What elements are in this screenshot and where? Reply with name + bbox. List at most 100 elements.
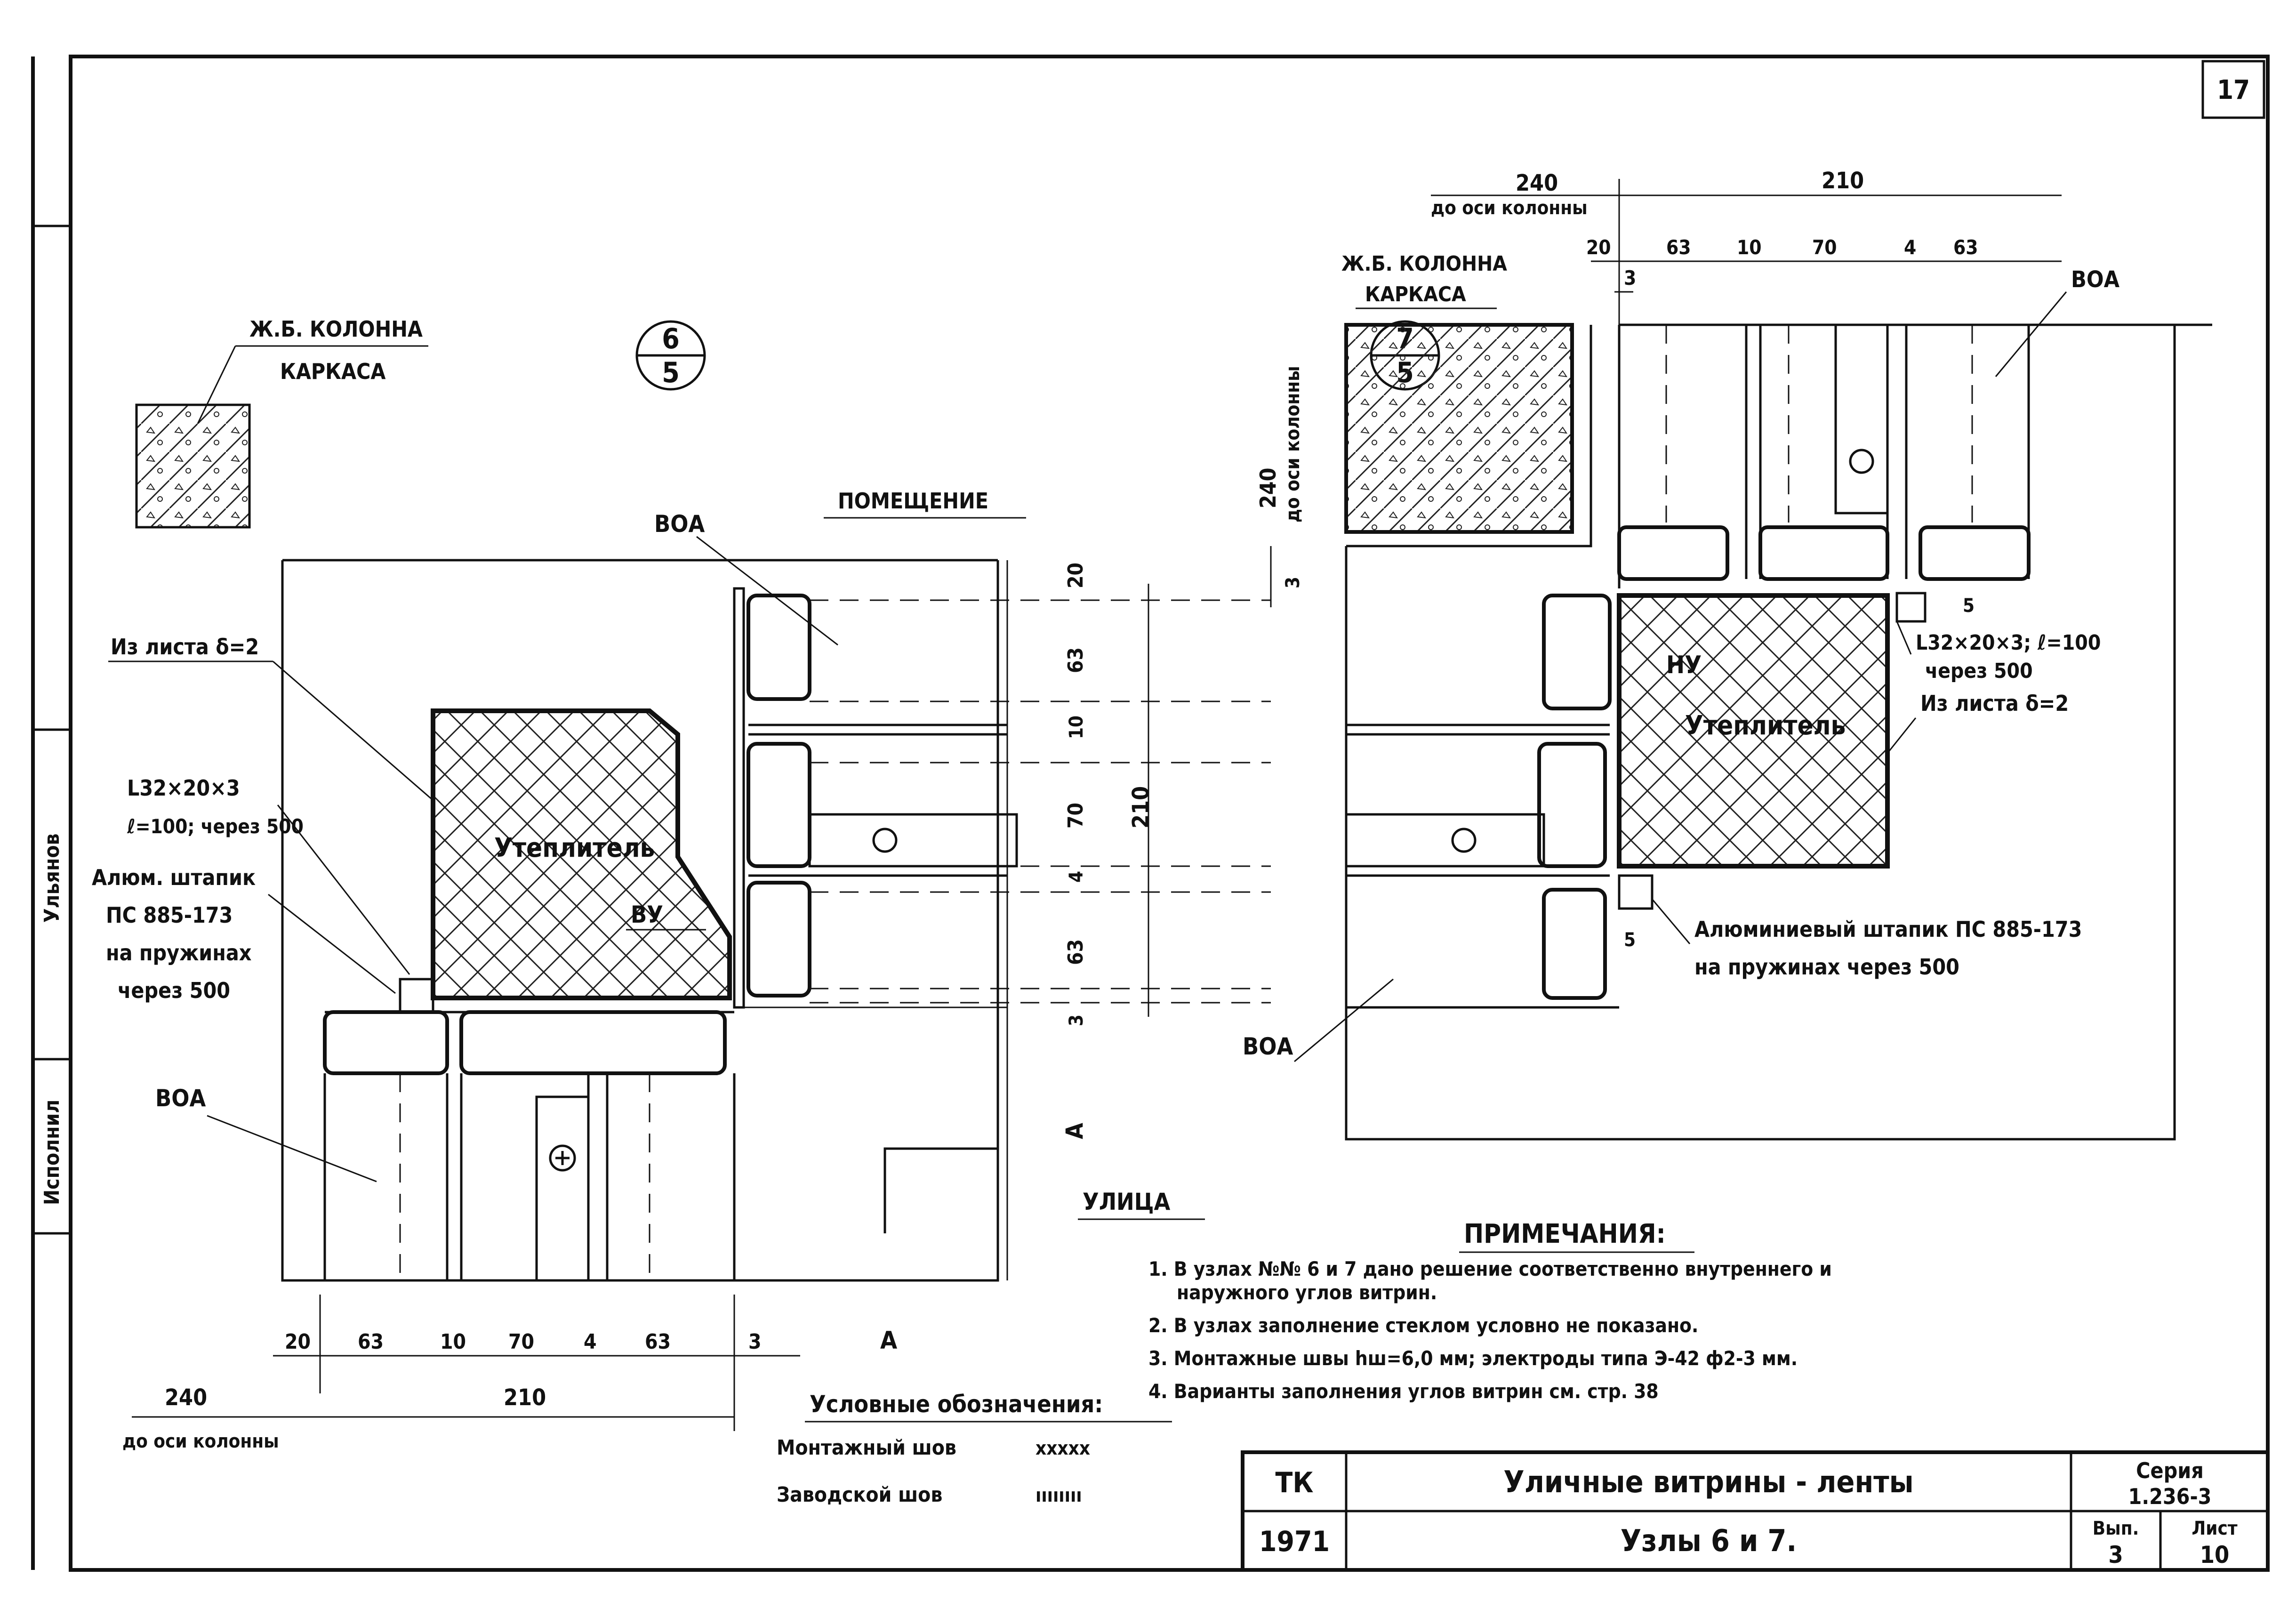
right-top-dimensions: 20 63 10 70 4 63 3 [1586, 236, 2062, 293]
svg-text:210: 210 [1128, 786, 1154, 829]
right-insulation [1617, 593, 1890, 869]
left-bead-1: Алюм. штапик [92, 865, 256, 890]
legend-sample-2: ıııııııı [1036, 1485, 1082, 1506]
right-dim-3-side: 3 [1282, 577, 1304, 588]
legend-sample-1: xxxxx [1036, 1438, 1090, 1459]
left-vu-label: ВУ [631, 901, 663, 928]
legend-item-1: Монтажный шов [777, 1436, 956, 1460]
left-voa-bottom: ВОА [155, 1085, 206, 1112]
left-column-label-2: КАРКАСА [280, 359, 385, 384]
svg-text:4: 4 [584, 1330, 597, 1354]
svg-text:3: 3 [1066, 1014, 1087, 1026]
title-block: ТК 1971 Уличные витрины - ленты Узлы 6 и… [1241, 1450, 2270, 1572]
svg-text:3: 3 [1624, 266, 1636, 290]
margin-mark-executor: Исполнил [40, 1100, 64, 1205]
left-angle-1: L32×20×3 [127, 775, 240, 801]
left-insulation-label: Утеплитель [494, 833, 655, 863]
left-concrete-column-sample [135, 403, 251, 529]
right-column-label-2: КАРКАСА [1365, 282, 1466, 306]
svg-text:20: 20 [1586, 236, 1611, 259]
sheet-frame [31, 55, 2270, 1572]
right-vertical-240: 240 [1255, 468, 1281, 508]
title-main: Уличные витрины - ленты [1503, 1465, 1913, 1500]
right-bead-2: на пружинах через 500 [1694, 954, 1959, 980]
svg-text:63: 63 [1064, 939, 1088, 965]
svg-text:70: 70 [1812, 236, 1837, 259]
left-bottom-dimensions: 20 63 10 70 4 63 3 А 240 210 до оси коло… [122, 1295, 897, 1452]
left-angle-2: ℓ=100; через 500 [127, 815, 304, 838]
svg-text:70: 70 [508, 1330, 534, 1354]
svg-text:63: 63 [645, 1330, 671, 1354]
right-nu-label: НУ [1666, 651, 1702, 679]
svg-text:6: 6 [662, 322, 680, 355]
series-value: 1.236-3 [2128, 1484, 2212, 1509]
legend-item-2: Заводской шов [777, 1483, 942, 1507]
svg-text:А: А [1061, 1123, 1088, 1139]
central-section: 20 63 10 70 4 63 3 А 210 [733, 560, 1271, 1280]
svg-text:63: 63 [1953, 236, 1978, 259]
note-1: 1. В узлах №№ 6 и 7 дано решение соответ… [1148, 1257, 1832, 1280]
svg-text:63: 63 [1666, 236, 1691, 259]
svg-text:до оси колонны: до оси колонны [122, 1431, 279, 1452]
legend-block: Условные обозначения: Монтажный шов xxxx… [777, 1391, 1172, 1507]
note-2: 2. В узлах заполнение стеклом условно не… [1148, 1314, 1698, 1337]
svg-text:210: 210 [504, 1384, 546, 1411]
left-insulation [431, 708, 732, 1000]
svg-text:5: 5 [662, 356, 680, 389]
right-vertical-mullions [1617, 323, 2212, 588]
right-sheet-label: Из листа δ=2 [1920, 691, 2069, 716]
svg-text:А: А [880, 1327, 897, 1355]
sheet-value: 10 [2200, 1541, 2230, 1569]
svg-text:240: 240 [165, 1384, 207, 1411]
notes-title: ПРИМЕЧАНИЯ: [1464, 1219, 1666, 1249]
left-column-label-1: Ж.Б. КОЛОННА [249, 316, 423, 342]
right-concrete-column [1344, 323, 1574, 534]
svg-text:20: 20 [1064, 563, 1088, 588]
right-bead-1: Алюминиевый штапик ПС 885-173 [1694, 917, 2082, 942]
notes-block: ПРИМЕЧАНИЯ: 1. В узлах №№ 6 и 7 дано реш… [1148, 1219, 1832, 1403]
right-vertical-axis: до оси колонны [1282, 366, 1304, 523]
right-column-label-1: Ж.Б. КОЛОННА [1341, 252, 1507, 276]
margin-mark-name: Ульянов [40, 833, 64, 923]
right-insulation-label: Утеплитель [1685, 710, 1846, 741]
street-label: УЛИЦА [1083, 1188, 1170, 1215]
right-dim-5b: 5 [1624, 929, 1636, 951]
left-voa-top: ВОА [654, 510, 705, 538]
right-voa-top: ВОА [2071, 266, 2120, 293]
svg-text:10: 10 [440, 1330, 466, 1354]
issue-value: 3 [2108, 1541, 2123, 1569]
note-4: 4. Варианты заполнения углов витрин см. … [1148, 1380, 1659, 1403]
svg-text:4: 4 [1904, 236, 1916, 259]
right-dim-210: 210 [1822, 168, 1864, 194]
right-horizontal-profiles [1345, 592, 1927, 1009]
right-to-axis: до оси колонны [1431, 197, 1588, 219]
title-year: 1971 [1259, 1525, 1330, 1558]
right-angle-1: L32×20×3; ℓ=100 [1916, 631, 2101, 655]
left-bead-4: через 500 [118, 978, 230, 1003]
svg-text:3: 3 [748, 1330, 762, 1354]
note-1b: наружного углов витрин. [1177, 1281, 1437, 1304]
issue-label: Вып. [2093, 1518, 2139, 1539]
title-org: ТК [1276, 1466, 1314, 1499]
svg-text:20: 20 [285, 1330, 311, 1354]
node6-ref: 6 5 [635, 320, 706, 391]
left-bead-3: на пружинах [106, 940, 252, 965]
svg-text:63: 63 [358, 1330, 384, 1354]
svg-text:10: 10 [1066, 716, 1087, 739]
svg-text:63: 63 [1064, 647, 1088, 673]
right-dim-240: 240 [1516, 170, 1558, 196]
title-subtitle: Узлы 6 и 7. [1621, 1524, 1797, 1559]
left-sheet-label: Из листа δ=2 [111, 634, 259, 660]
right-dim-5a: 5 [1963, 595, 1975, 617]
right-angle-2: через 500 [1925, 659, 2033, 683]
series-label: Серия [2136, 1458, 2204, 1483]
left-bead-2: ПС 885-173 [106, 902, 233, 928]
sheet-label: Лист [2192, 1518, 2237, 1539]
left-profiles [323, 978, 736, 1282]
room-label: ПОМЕЩЕНИЕ [838, 488, 988, 514]
note-3: 3. Монтажные швы hш=6,0 мм; электроды ти… [1148, 1347, 1798, 1370]
page-number: 17 [2217, 75, 2250, 105]
svg-text:70: 70 [1064, 803, 1088, 829]
legend-title: Условные обозначения: [810, 1391, 1103, 1418]
